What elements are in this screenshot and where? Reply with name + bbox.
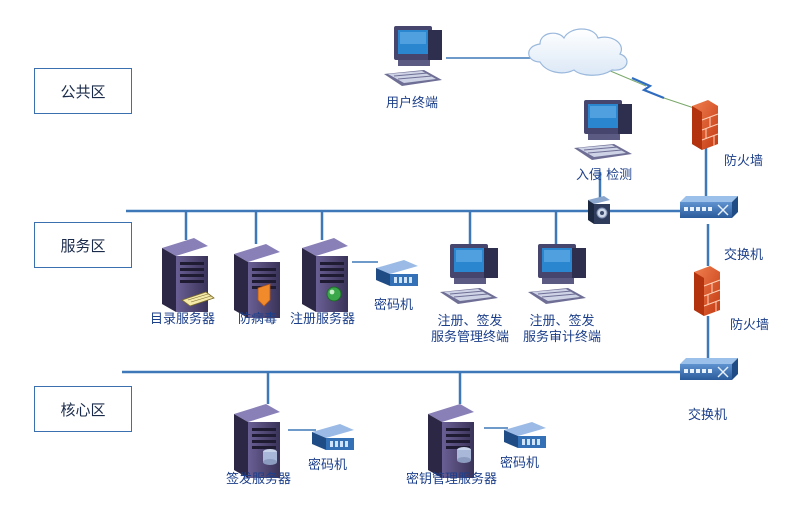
zone-core: 核心区 (34, 386, 132, 432)
crypto-core-2-icon (504, 422, 546, 448)
lightning-icon (631, 76, 665, 100)
label-audit-terminal: 注册、签发 服务审计终端 (512, 314, 612, 346)
label-registration-server: 注册服务器 (290, 312, 356, 327)
ids-sensor-icon (588, 196, 610, 224)
label-crypto-service: 密码机 (374, 298, 414, 313)
label-firewall-top: 防火墙 (724, 154, 764, 169)
ids-terminal-icon (573, 99, 633, 161)
switch-top-icon (679, 195, 739, 219)
switch-bottom-icon (679, 357, 739, 381)
label-firewall-mid: 防火墙 (730, 318, 770, 333)
label-crypto-core-2: 密码机 (500, 456, 540, 471)
label-mgmt-terminal: 注册、签发 服务管理终端 (420, 314, 520, 346)
label-directory-server: 目录服务器 (150, 312, 216, 327)
label-mgmt-terminal-line2: 服务管理终端 (430, 330, 509, 345)
label-issuing-server: 签发服务器 (226, 472, 292, 487)
user-terminal-icon (383, 25, 443, 87)
key-mgmt-server-icon (428, 404, 474, 478)
cloud-to-firewall (607, 69, 647, 87)
issuing-server-icon (234, 404, 280, 478)
mgmt-terminal-icon (439, 243, 499, 305)
antivirus-server-icon (234, 244, 280, 318)
crypto-service-icon (376, 260, 418, 286)
bolt-to-firewall (663, 97, 695, 109)
label-crypto-core-1: 密码机 (308, 458, 348, 473)
label-antivirus: 防病毒 (238, 312, 278, 327)
zone-public: 公共区 (34, 68, 132, 114)
label-key-mgmt-server: 密钥管理服务器 (406, 472, 498, 487)
label-switch-bottom: 交换机 (688, 408, 728, 423)
firewall-mid-icon (693, 265, 721, 317)
label-switch-top: 交换机 (724, 248, 764, 263)
crypto-core-1-icon (312, 424, 354, 450)
label-mgmt-terminal-line1: 注册、签发 (437, 314, 503, 329)
directory-server-icon (162, 238, 215, 312)
label-user-terminal: 用户终端 (386, 96, 439, 111)
firewall-top-icon (691, 99, 719, 151)
label-audit-terminal-line2: 服务审计终端 (522, 330, 601, 345)
zone-service: 服务区 (34, 222, 132, 268)
cloud-icon (528, 28, 628, 76)
label-audit-terminal-line1: 注册、签发 (529, 314, 595, 329)
label-intrusion-detection: 入侵 检测 (576, 168, 633, 183)
registration-server-icon (302, 238, 348, 312)
audit-terminal-icon (527, 243, 587, 305)
